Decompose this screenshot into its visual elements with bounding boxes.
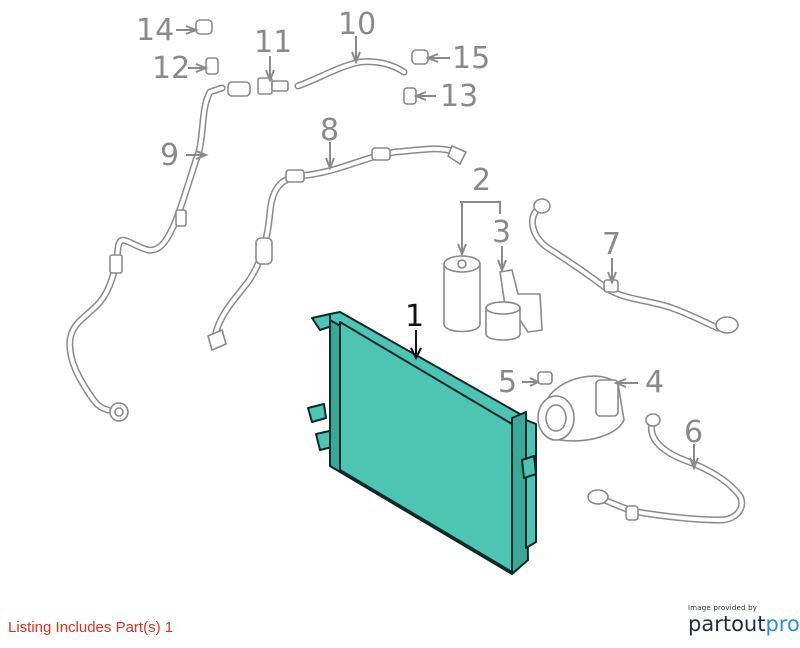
callout-2: 2	[472, 163, 491, 198]
brand-name-part: partout	[688, 612, 766, 636]
part-8-hose[interactable]	[207, 145, 467, 351]
part-3-bracket[interactable]	[485, 269, 543, 341]
callout-5: 5	[498, 365, 517, 400]
part-10-hose[interactable]	[294, 58, 408, 90]
callout-14: 14	[136, 13, 174, 48]
part-11-fitting[interactable]	[257, 77, 289, 95]
part-4-compressor[interactable]	[537, 375, 625, 442]
part-9-hose[interactable]	[66, 81, 251, 422]
callout-12: 12	[152, 51, 190, 86]
callout-13: 13	[440, 79, 478, 114]
part-14-cap[interactable]	[195, 19, 213, 35]
brand-name-pro: pro	[765, 612, 800, 636]
callout-labels: 1 2 3 4 5 6 7 8 9 10 11 12 13 14 15	[136, 7, 703, 450]
brand-caption: Image provided by	[688, 604, 758, 612]
callout-11: 11	[254, 25, 292, 60]
brand-logo: Image provided by partoutpro	[688, 604, 800, 636]
part-7-hose[interactable]	[529, 198, 739, 334]
callout-1: 1	[405, 299, 424, 334]
part-15-cap[interactable]	[411, 49, 429, 65]
part-12-fitting[interactable]	[205, 57, 219, 75]
part-1-condenser[interactable]	[307, 311, 537, 575]
callout-9: 9	[160, 138, 179, 173]
leader-lines	[176, 25, 699, 471]
callout-7: 7	[602, 227, 621, 262]
callout-3: 3	[492, 215, 511, 250]
callout-15: 15	[452, 41, 490, 76]
callout-10: 10	[338, 7, 376, 42]
part-2-receiver-drier[interactable]	[443, 255, 481, 333]
brand-name: partoutpro	[688, 612, 800, 636]
callout-6: 6	[684, 415, 703, 450]
parts-diagram: 1 2 3 4 5 6 7 8 9 10 11 12 13 14 15	[66, 7, 746, 575]
callout-8: 8	[320, 113, 339, 148]
part-6-hose[interactable]	[587, 413, 746, 524]
listing-note: Listing Includes Part(s) 1	[8, 619, 174, 636]
callout-4: 4	[645, 365, 664, 400]
part-5-cap[interactable]	[537, 371, 553, 385]
